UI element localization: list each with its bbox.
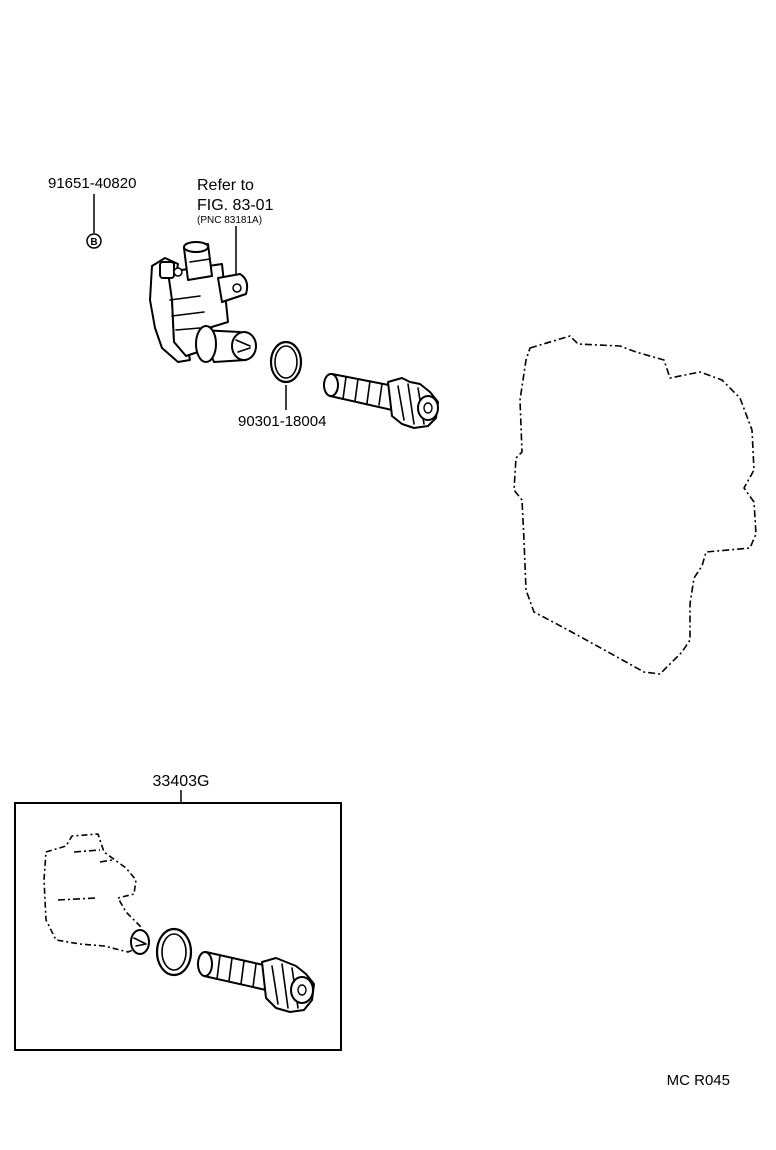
housing-shade-lines xyxy=(169,295,205,331)
kit-o-ring xyxy=(155,927,193,977)
kit-box xyxy=(14,802,342,1051)
kit-gear-shaft xyxy=(203,951,269,991)
driven-gear xyxy=(323,373,439,429)
shaft-collar xyxy=(195,325,217,363)
figure-code: MC R045 xyxy=(667,1072,730,1089)
kit-gear-shaft-tip xyxy=(197,951,213,977)
shaft-slot xyxy=(235,339,251,353)
kit-sleeve-housing xyxy=(43,833,150,955)
gear-shaft-tip xyxy=(323,373,339,397)
kit-housing-body xyxy=(43,833,149,953)
housing-boss-cap xyxy=(183,241,209,253)
kit-shaft-slot xyxy=(133,937,147,947)
kit-o-ring-outer xyxy=(155,927,193,977)
sleeve-housing xyxy=(149,241,257,363)
bolt-marker-letter: B xyxy=(90,237,97,248)
housing-boss-line xyxy=(189,258,211,263)
bolt-part-number: 91651-40820 xyxy=(48,175,136,192)
flange-bolt-hole xyxy=(232,283,242,293)
oring-part-number: 90301-18004 xyxy=(238,413,326,430)
bolt-marker-circle xyxy=(86,233,102,249)
kit-o-ring-inner xyxy=(161,933,187,971)
bolt-marker: B xyxy=(86,233,102,249)
kit-driven-gear xyxy=(197,951,315,1013)
transmission-outline xyxy=(513,335,757,675)
gear-bore xyxy=(423,402,433,414)
refer-line-3: (PNC 83181A) xyxy=(197,215,262,226)
refer-line-2: FIG. 83-01 xyxy=(197,197,274,214)
o-ring xyxy=(269,340,303,384)
gear-shaft xyxy=(329,373,395,411)
gear-shaft-grooves xyxy=(342,376,383,406)
kit-housing-details xyxy=(57,849,113,901)
o-ring-outer xyxy=(269,340,303,384)
kit-part-number: 33403G xyxy=(153,773,210,790)
kit-shaft-end xyxy=(130,929,150,955)
housing-left-ear xyxy=(159,261,175,279)
o-ring-inner xyxy=(274,345,298,379)
kit-gear-bore xyxy=(297,984,307,996)
kit-gear-grooves xyxy=(216,954,257,988)
refer-line-1: Refer to xyxy=(197,177,254,194)
housing-screw-hole xyxy=(173,267,183,277)
shaft-end xyxy=(231,331,257,361)
